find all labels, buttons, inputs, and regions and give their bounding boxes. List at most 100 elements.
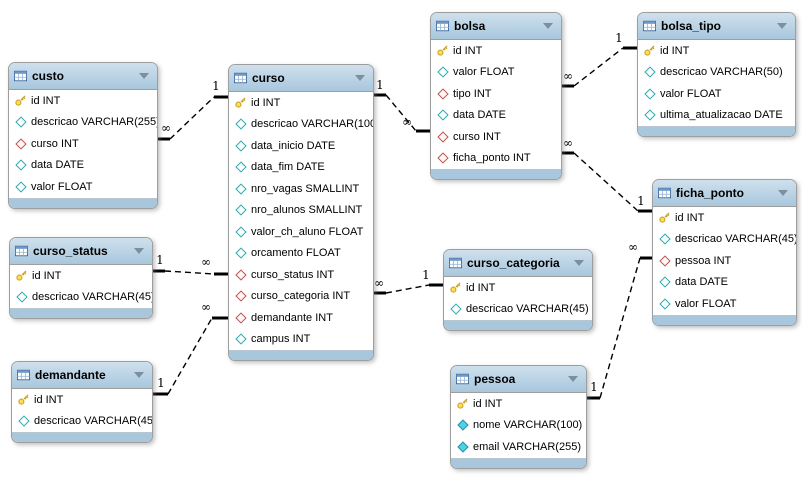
table-header[interactable]: demandante (12, 362, 152, 389)
column-row[interactable]: descricao VARCHAR(45) (10, 286, 152, 308)
collapse-arrow-icon[interactable] (139, 73, 149, 79)
relationship-pessoa-ficha_ponto[interactable]: 1 ∞ (585, 240, 652, 400)
column-row[interactable]: id INT (10, 265, 152, 287)
column-row[interactable]: id INT (229, 92, 373, 114)
relationship-line-segment[interactable] (169, 96, 215, 140)
column-diamond-icon (234, 247, 247, 260)
collapse-arrow-icon[interactable] (568, 376, 578, 382)
column-row[interactable]: data DATE (653, 271, 796, 293)
column-row[interactable]: id INT (653, 207, 796, 229)
column-row[interactable]: data DATE (9, 154, 157, 176)
column-row[interactable]: nome VARCHAR(100) (451, 414, 586, 436)
column-row[interactable]: demandante INT (229, 307, 373, 329)
collapse-arrow-icon[interactable] (134, 248, 144, 254)
collapse-arrow-icon[interactable] (355, 75, 365, 81)
table-header[interactable]: pessoa (451, 366, 586, 393)
collapse-arrow-icon[interactable] (134, 372, 144, 378)
column-label: valor FLOAT (660, 87, 722, 100)
table-title: demandante (35, 368, 106, 382)
collapse-arrow-icon[interactable] (777, 23, 787, 29)
column-diamond-icon (234, 204, 247, 217)
relationship-line-segment[interactable] (573, 47, 624, 87)
column-label: data_fim DATE (251, 161, 325, 174)
relationship-curso_status-curso[interactable]: 1 ∞ (151, 253, 228, 276)
table-curso_categoria[interactable]: curso_categoria id INT descricao VARCHAR… (443, 249, 593, 331)
column-row[interactable]: id INT (451, 393, 586, 415)
column-row[interactable]: valor FLOAT (431, 61, 561, 83)
relationship-custo-curso[interactable]: ∞ 1 (156, 79, 228, 141)
cardinality-label: ∞ (201, 255, 211, 269)
cardinality-label: ∞ (563, 69, 573, 83)
relationship-line-segment[interactable] (385, 94, 417, 132)
column-row[interactable]: descricao VARCHAR(255) (9, 111, 157, 133)
cardinality-label: 1 (212, 79, 220, 93)
table-footer (431, 169, 561, 179)
column-row[interactable]: nro_vagas SMALLINT (229, 178, 373, 200)
column-diamond-icon (14, 180, 27, 193)
table-bolsa_tipo[interactable]: bolsa_tipo id INT descricao VARCHAR(50) … (637, 12, 796, 137)
table-ficha_ponto[interactable]: ficha_ponto id INT descricao VARCHAR(45)… (652, 179, 797, 326)
column-label: orcamento FLOAT (251, 247, 341, 260)
column-row[interactable]: pessoa INT (653, 250, 796, 272)
column-row[interactable]: descricao VARCHAR(100) (229, 113, 373, 135)
table-header[interactable]: curso_status (10, 238, 152, 265)
column-row[interactable]: descricao VARCHAR(45) (12, 410, 153, 432)
column-row[interactable]: orcamento FLOAT (229, 242, 373, 264)
column-row[interactable]: curso INT (431, 126, 561, 148)
relationship-demandante-curso[interactable]: 1 ∞ (151, 300, 228, 396)
table-header[interactable]: curso (229, 65, 373, 92)
table-header[interactable]: ficha_ponto (653, 180, 796, 207)
column-label: descricao VARCHAR(45) (34, 415, 153, 428)
relationship-line-segment[interactable] (599, 257, 641, 399)
relationship-line-segment[interactable] (573, 152, 639, 212)
relationship-bolsa-ficha_ponto[interactable]: ∞ 1 (560, 136, 652, 213)
relationship-curso-curso_categoria[interactable]: ∞ 1 (372, 268, 443, 295)
column-row[interactable]: nro_alunos SMALLINT (229, 199, 373, 221)
column-row[interactable]: campus INT (229, 328, 373, 350)
table-custo[interactable]: custo id INT descricao VARCHAR(255) curs… (8, 62, 158, 209)
column-row[interactable]: id INT (638, 40, 795, 62)
column-row[interactable]: valor_ch_aluno FLOAT (229, 221, 373, 243)
column-row[interactable]: descricao VARCHAR(50) (638, 61, 795, 83)
column-row[interactable]: id INT (9, 90, 157, 112)
column-row[interactable]: curso_categoria INT (229, 285, 373, 307)
relationship-bolsa-bolsa_tipo[interactable]: ∞ 1 (560, 31, 637, 88)
column-row[interactable]: data_inicio DATE (229, 135, 373, 157)
column-row[interactable]: email VARCHAR(255) (451, 436, 586, 458)
table-demandante[interactable]: demandante id INT descricao VARCHAR(45) (11, 361, 153, 443)
column-row[interactable]: valor FLOAT (653, 293, 796, 315)
column-row[interactable]: descricao VARCHAR(45) (444, 298, 592, 320)
table-header[interactable]: bolsa (431, 13, 561, 40)
column-row[interactable]: ultima_atualizacao DATE (638, 104, 795, 126)
column-row[interactable]: valor FLOAT (9, 176, 157, 198)
collapse-arrow-icon[interactable] (778, 190, 788, 196)
primary-key-icon (658, 211, 671, 224)
table-header[interactable]: curso_categoria (444, 250, 592, 277)
column-row[interactable]: id INT (12, 389, 152, 411)
column-row[interactable]: ficha_ponto INT (431, 147, 561, 169)
cardinality-label: 1 (637, 194, 645, 208)
table-curso[interactable]: curso id INT descricao VARCHAR(100) data… (228, 64, 374, 361)
column-row[interactable]: data DATE (431, 104, 561, 126)
relationship-line-segment[interactable] (167, 317, 213, 395)
relationship-line-segment[interactable] (164, 270, 215, 275)
collapse-arrow-icon[interactable] (543, 23, 553, 29)
column-row[interactable]: curso INT (9, 133, 157, 155)
column-row[interactable]: descricao VARCHAR(45) (653, 228, 796, 250)
column-row[interactable]: id INT (431, 40, 561, 62)
collapse-arrow-icon[interactable] (574, 260, 584, 266)
table-header[interactable]: custo (9, 63, 157, 90)
table-curso_status[interactable]: curso_status id INT descricao VARCHAR(45… (9, 237, 153, 319)
column-row[interactable]: tipo INT (431, 83, 561, 105)
relationship-curso-bolsa[interactable]: 1 ∞ (372, 78, 430, 133)
column-row[interactable]: curso_status INT (229, 264, 373, 286)
column-row[interactable]: id INT (444, 277, 592, 299)
column-row[interactable]: valor FLOAT (638, 83, 795, 105)
cardinality-label: ∞ (161, 121, 171, 135)
table-bolsa[interactable]: bolsa id INT valor FLOAT tipo INT data D… (430, 12, 562, 180)
table-icon (234, 72, 247, 85)
table-header[interactable]: bolsa_tipo (638, 13, 795, 40)
column-row[interactable]: data_fim DATE (229, 156, 373, 178)
table-pessoa[interactable]: pessoa id INT nome VARCHAR(100) email VA… (450, 365, 587, 469)
relationship-line-segment[interactable] (385, 284, 430, 294)
